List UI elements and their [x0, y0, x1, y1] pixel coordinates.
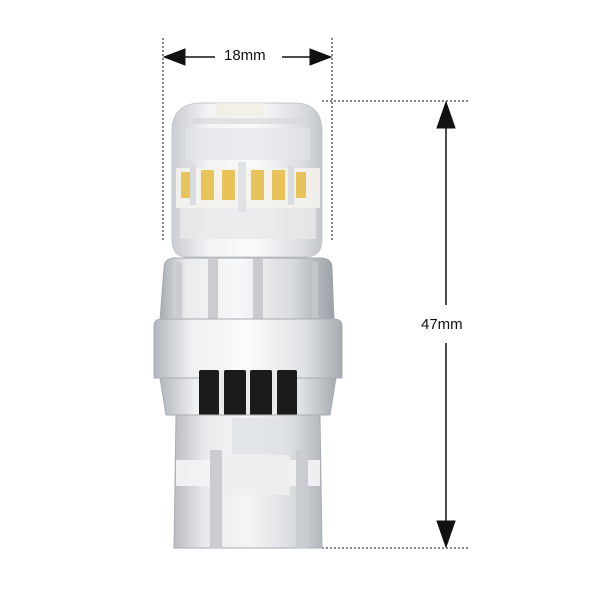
arrow-down-icon — [436, 520, 456, 549]
arrow-right-icon — [309, 48, 333, 66]
arrow-up-icon — [436, 100, 456, 129]
led-chips — [176, 162, 320, 212]
width-dimension — [162, 38, 333, 240]
wedge-base — [173, 414, 323, 549]
width-label: 18mm — [220, 47, 270, 65]
arrow-left-icon — [162, 48, 186, 66]
height-label: 47mm — [417, 316, 467, 334]
vent-slots — [159, 370, 337, 418]
bulb-collar — [153, 318, 343, 379]
heat-sink — [159, 257, 335, 321]
height-dimension — [322, 100, 468, 549]
